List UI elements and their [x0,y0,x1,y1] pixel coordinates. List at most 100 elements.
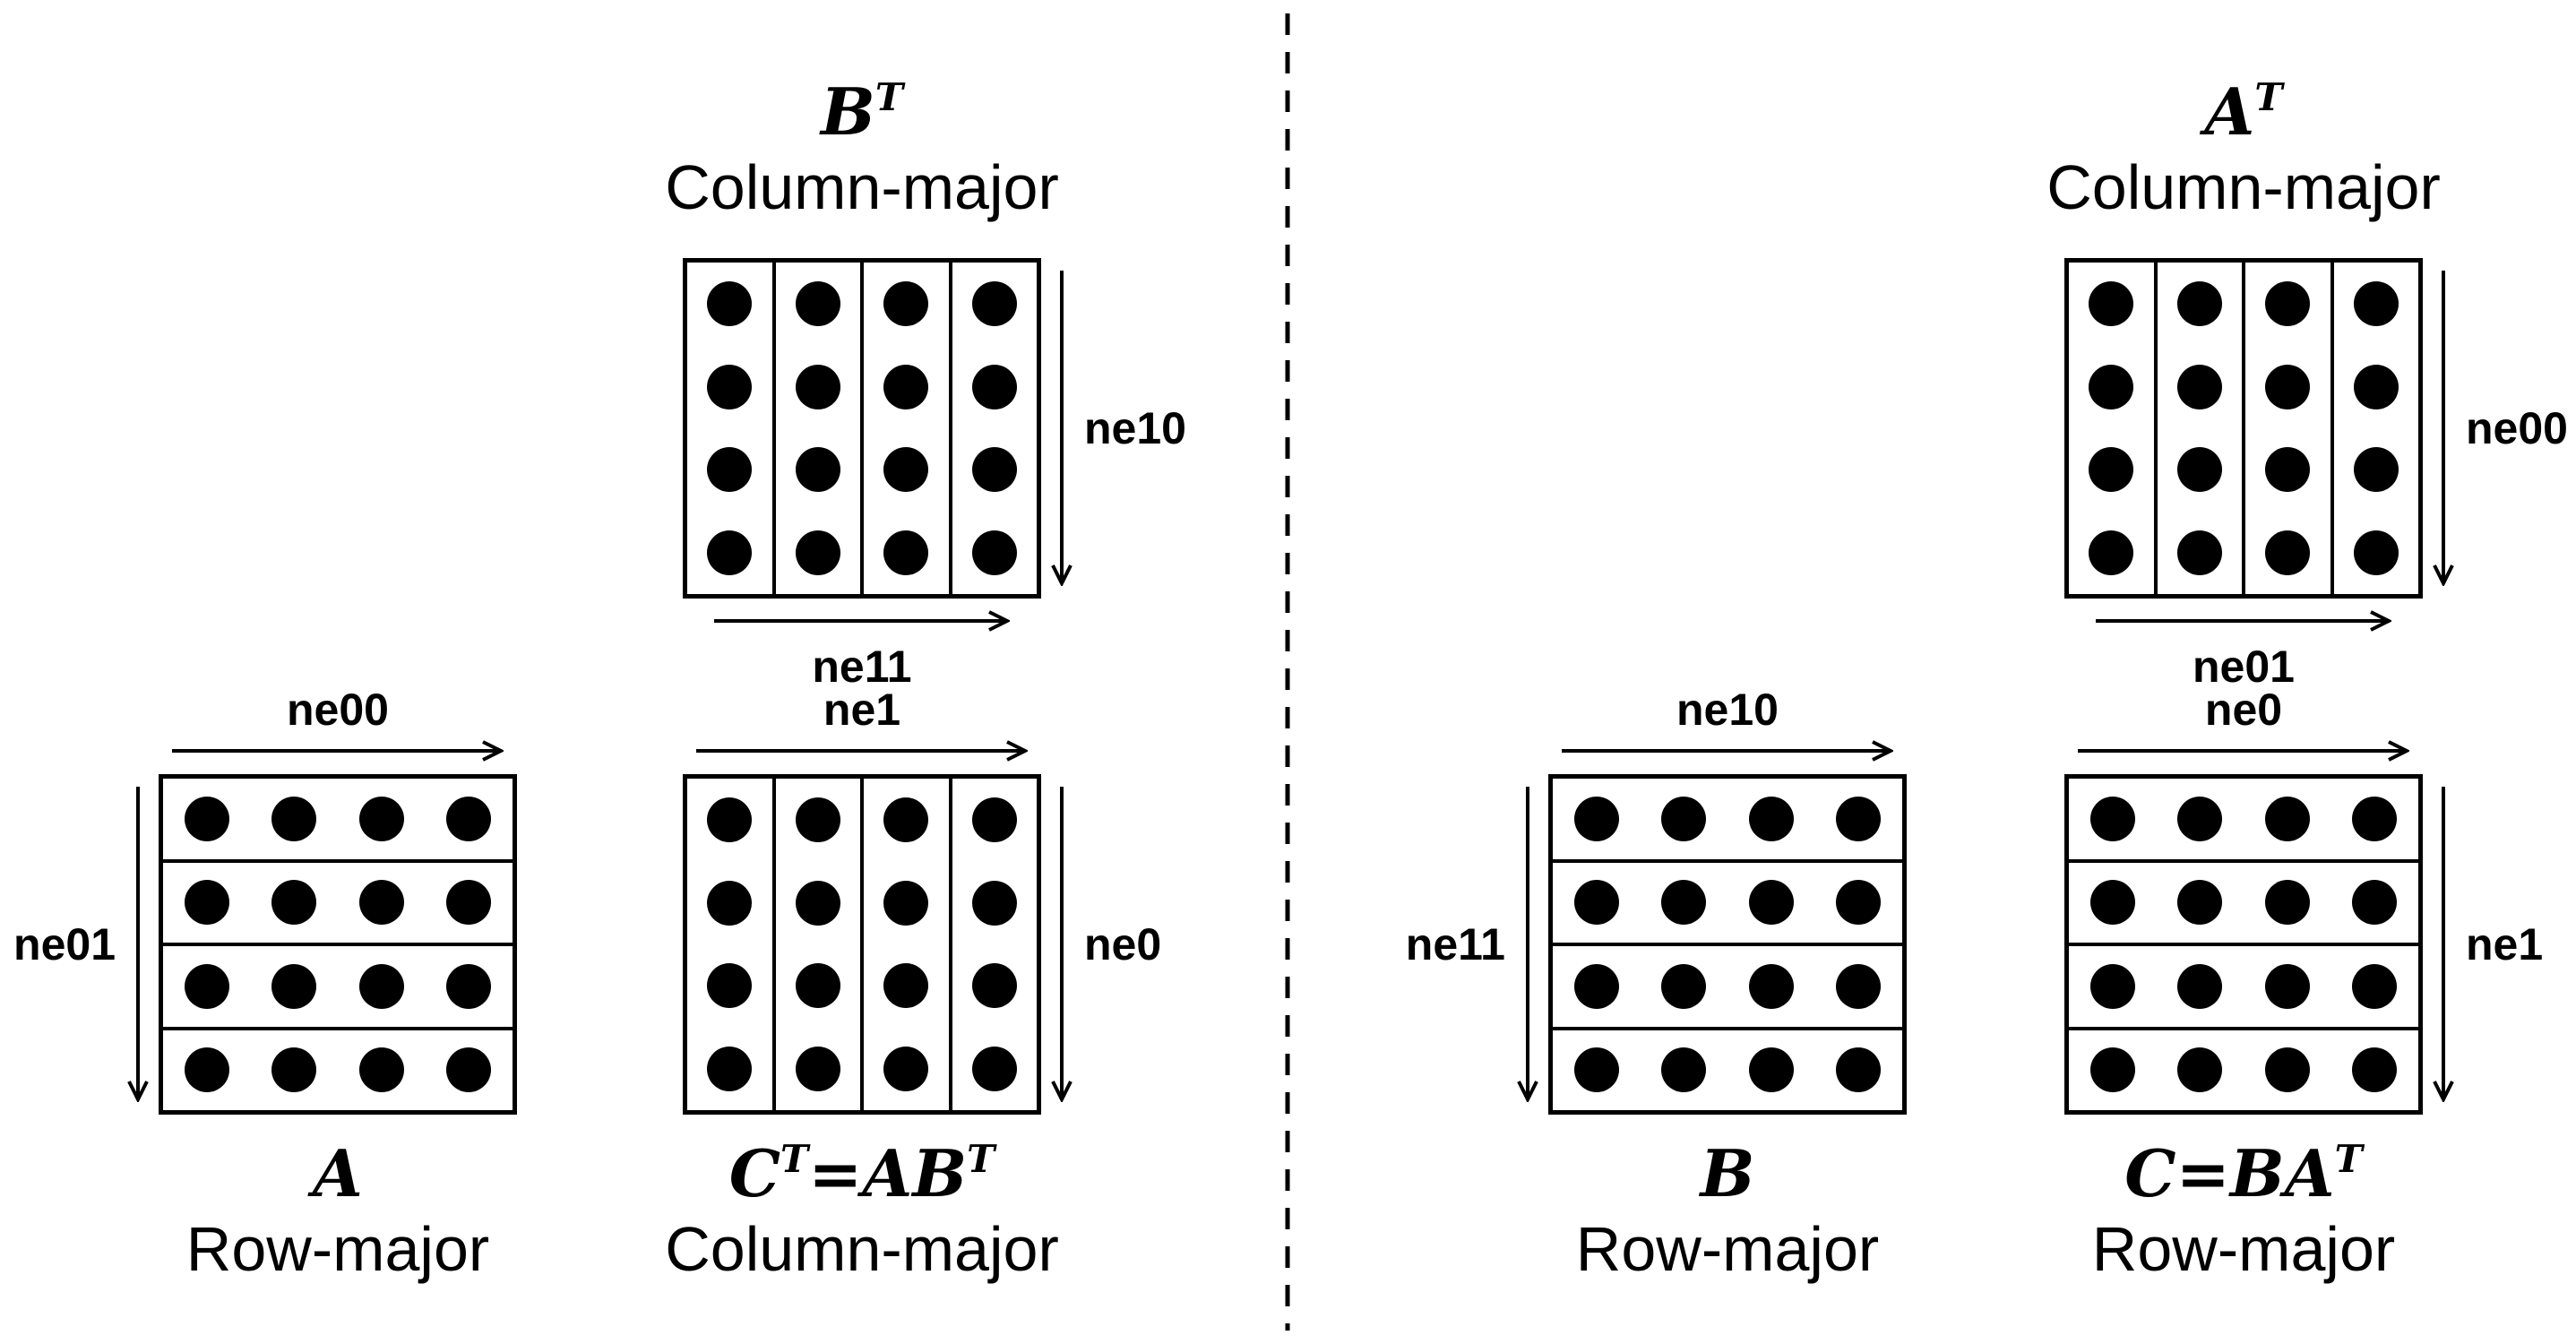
matrix-b-layout-label: Row-major [1575,1213,1880,1284]
matrix-cell [2157,946,2244,1027]
matrix-dot [1748,796,1794,841]
right-arrow-icon [172,737,505,764]
matrix-dot [795,364,840,409]
matrix-cell [2245,428,2330,512]
matrix-dot [2265,447,2311,493]
matrix-dot [883,797,929,843]
matrix-cell [2334,346,2419,429]
matrix-dot [707,447,753,493]
matrix-stripe [2158,263,2245,594]
matrix-stripe [163,863,513,946]
matrix-cell [251,779,339,859]
matrix-cell [1553,779,1641,859]
matrix-cell [426,1030,513,1111]
matrix-c-transpose-caption: CT=ABT Column-major [665,1139,1059,1282]
matrix-dot [446,1047,492,1093]
matrix-cell [687,512,772,595]
matrix-dot [1836,796,1882,841]
matrix-stripe [864,779,952,1110]
matrix-dot [707,281,753,327]
ne00-dimension-arrow-right-panel: ne00 [2430,263,2568,593]
matrix-b-caption: B Row-major [1576,1140,1879,1282]
matrix-stripe [687,779,776,1110]
right-arrow-icon [696,737,1030,764]
matrix-dot [971,797,1017,843]
matrix-cell [2158,428,2243,512]
matrix-stripe [2069,863,2418,946]
matrix-dot [446,963,492,1009]
matrix-stripe [687,263,776,594]
matrix-cell [2331,1030,2419,1111]
ne1-label-right-panel: ne1 [2466,919,2544,969]
matrix-dot [883,281,929,327]
matrix-cell [2244,779,2331,859]
matrix-cell [2331,946,2419,1027]
matrix-cell [776,428,861,512]
matrix-dot [2177,796,2223,841]
matrix-cell [776,1028,861,1111]
ne00-dimension-arrow: ne00 [159,684,517,769]
matrix-a-caption: A Row-major [186,1140,489,1282]
matrix-a-transpose-caption: AT Column-major [2046,77,2441,220]
matrix-cell [251,1030,339,1111]
matrix-cell [2244,863,2331,943]
matrix-cell [2158,346,2243,429]
matrix-stripe [1553,863,1902,946]
matrix-cell [2069,428,2154,512]
matrix-dot [795,797,840,843]
matrix-dot [358,1047,404,1093]
matrix-cell [864,779,949,862]
matrix-cell [776,263,861,346]
matrix-cell [1553,863,1641,943]
matrix-cell [2069,263,2154,346]
matrix-dot [2176,364,2222,409]
down-arrow-icon [1514,787,1541,1104]
matrix-c-math-label: C=BAT [2124,1135,2363,1211]
matrix-cell [1727,946,1815,1027]
matrix-dot [707,880,753,926]
matrix-cell [687,346,772,429]
matrix-dot [1573,963,1619,1009]
matrix-cell [163,946,251,1027]
matrix-cell [2334,428,2419,512]
matrix-cell [1815,946,1903,1027]
matrix-c-transpose-block: ne1 ne0 CT=ABT Column-major [665,685,1161,1281]
matrix-dot [2352,880,2398,926]
matrix-cell [2245,263,2330,346]
matrix-dot [2089,963,2135,1009]
matrix-cell [952,346,1038,429]
down-arrow-icon [2430,271,2457,588]
matrix-b-transpose-layout-label: Column-major [665,151,1059,222]
matrix-cell [1641,779,1728,859]
matrix-cell [687,862,772,945]
ne10-label-right-panel: ne10 [1676,685,1779,735]
matrix-c-caption: C=BAT Row-major [2092,1135,2395,1282]
matrix-cell [251,863,339,943]
matrix-dot [1748,880,1794,926]
matrix-stripe [2069,946,2418,1030]
matrix-cell [2331,779,2419,859]
matrix-cell [163,1030,251,1111]
matrix-dot [1573,1047,1619,1093]
matrix-dot [1661,963,1707,1009]
matrix-dot [2352,1047,2398,1093]
matrix-cell [2069,1030,2157,1111]
matrix-cell [2158,263,2243,346]
matrix-dot [2177,880,2223,926]
matrix-dot [2353,530,2399,575]
matrix-dot [1573,880,1619,926]
matrix-cell [687,428,772,512]
matrix-dot [1748,963,1794,1009]
matrix-dot [795,880,840,926]
matrix-c-block: ne0 ne1 C=BAT Row-major [2064,685,2543,1281]
ne00-label-right-panel: ne00 [2466,403,2568,453]
ne01-dimension-arrow-right-panel: ne01 [2064,607,2423,693]
matrix-stripe [776,779,864,1111]
matrix-dot [2089,1047,2135,1093]
matrix-a-layout-label: Row-major [185,1213,490,1284]
matrix-dot [2265,530,2311,575]
matrix-cell [338,1030,426,1111]
ne0-label-right-panel: ne0 [2204,685,2283,735]
ne1-dimension-arrow-right-panel: ne1 [2430,780,2543,1109]
matrix-cell [952,779,1038,862]
